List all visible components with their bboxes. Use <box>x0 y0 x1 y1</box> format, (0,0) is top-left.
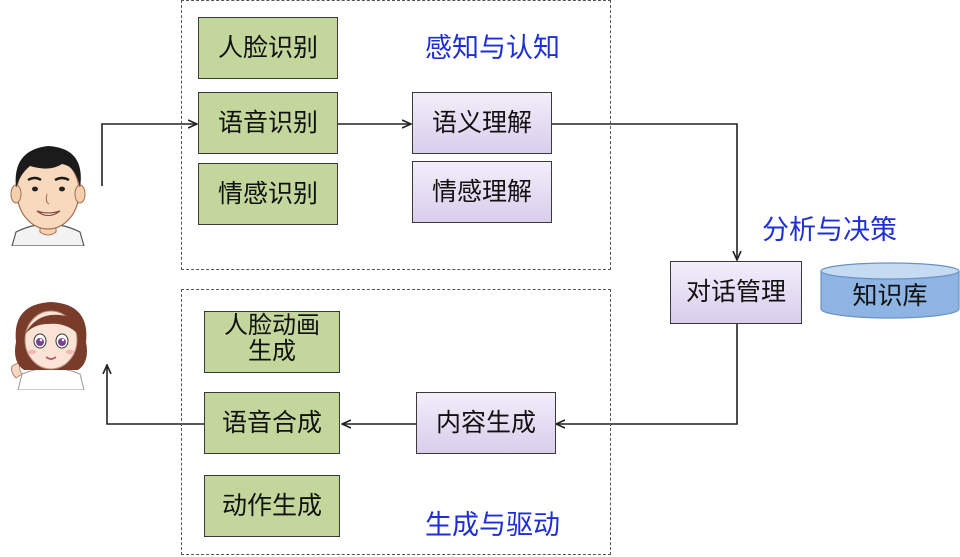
node-face-animation-generation[interactable]: 人脸动画生成 <box>204 311 340 373</box>
node-face-recognition[interactable]: 人脸识别 <box>198 17 338 79</box>
arrow-semantic-to-dialog <box>552 123 737 259</box>
group-perception-cognition <box>181 0 611 270</box>
arrow-synthesis-to-avatar <box>107 366 204 425</box>
node-speech-synthesis[interactable]: 语音合成 <box>204 392 340 454</box>
knowledge-base-cylinder[interactable] <box>820 262 960 320</box>
knowledge-base-label: 知识库 <box>852 281 928 310</box>
group-generation-driving <box>181 289 611 555</box>
arrow-dialog-to-content <box>557 324 738 424</box>
node-speech-recognition[interactable]: 语音识别 <box>198 92 338 154</box>
node-emotion-understanding[interactable]: 情感理解 <box>412 161 552 223</box>
analysis-decision-label: 分析与决策 <box>762 215 897 246</box>
assistant-avatar-icon <box>11 302 87 390</box>
user-avatar-icon <box>10 146 86 246</box>
node-dialog-management[interactable]: 对话管理 <box>670 261 802 324</box>
node-emotion-recognition[interactable]: 情感识别 <box>198 163 338 225</box>
node-motion-generation[interactable]: 动作生成 <box>204 475 340 537</box>
arrow-user-to-speech <box>101 124 196 186</box>
group-title-perception: 感知与认知 <box>425 33 560 64</box>
group-title-generation: 生成与驱动 <box>425 510 560 541</box>
node-semantic-understanding[interactable]: 语义理解 <box>412 92 552 154</box>
node-content-generation[interactable]: 内容生成 <box>416 392 556 454</box>
